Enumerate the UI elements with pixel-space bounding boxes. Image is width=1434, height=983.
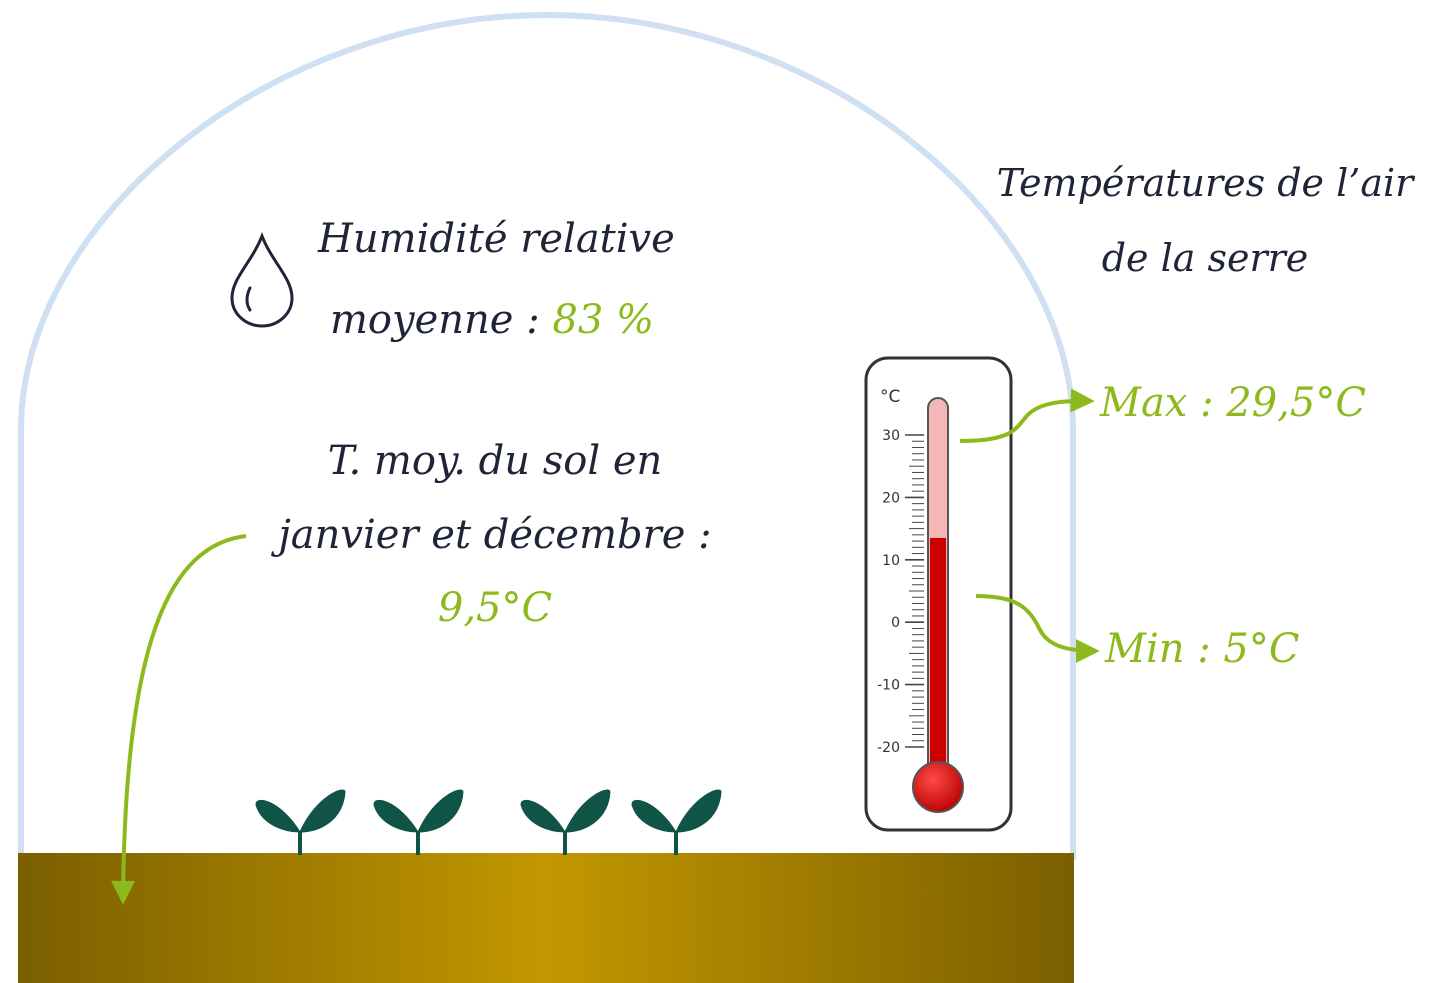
min-reading: Min : 5°C (1105, 624, 1299, 674)
thermometer-unit: °C (880, 387, 900, 407)
soil (18, 853, 1074, 983)
thermometer-tick-label: 30 (882, 428, 900, 444)
humidity-label: moyenne : (330, 297, 540, 343)
greenhouse-dome (18, 11, 1076, 860)
drop-icon (230, 231, 294, 328)
thermometer-ticks: 30 20 10 0 -10 -20 (877, 428, 924, 756)
soil-value: 9,5°C (437, 585, 553, 631)
max-label: Max : (1100, 380, 1214, 426)
thermometer-mercury (930, 537, 946, 778)
plant-sprout (373, 789, 464, 855)
min-label: Min : (1105, 626, 1211, 672)
plant-sprout (520, 789, 611, 855)
drop-highlight (245, 286, 252, 312)
air-title-line2: de la serre (1101, 236, 1309, 280)
thermometer-tick-label: 20 (882, 490, 900, 506)
max-arrow (959, 388, 1095, 443)
thermometer-tick-label: 0 (891, 615, 900, 631)
humidity-label-line2: moyenne : 83 % (330, 295, 654, 345)
soil-arrow (111, 534, 247, 905)
soil-label-line2: janvier et décembre : (278, 512, 712, 558)
thermometer-tick-label: -20 (877, 740, 900, 756)
thermometer-tick-label: 10 (882, 553, 900, 569)
thermometer-bulb (912, 761, 964, 813)
soil-label-line1: T. moy. du sol en (327, 438, 663, 484)
air-title-line1: Températures de l’air (996, 161, 1414, 205)
max-value: 29,5°C (1226, 380, 1366, 426)
thermometer: °C 30 20 10 0 -10 -20 (864, 356, 1013, 832)
plant-sprout (255, 789, 346, 855)
min-arrow (975, 594, 1100, 663)
plants (255, 789, 722, 855)
humidity-value: 83 % (552, 297, 655, 343)
max-reading: Max : 29,5°C (1100, 378, 1366, 428)
min-value: 5°C (1223, 626, 1300, 672)
thermometer-tick-label: -10 (877, 678, 900, 694)
humidity-label-line1: Humidité relative (318, 216, 675, 262)
plant-sprout (631, 789, 722, 855)
